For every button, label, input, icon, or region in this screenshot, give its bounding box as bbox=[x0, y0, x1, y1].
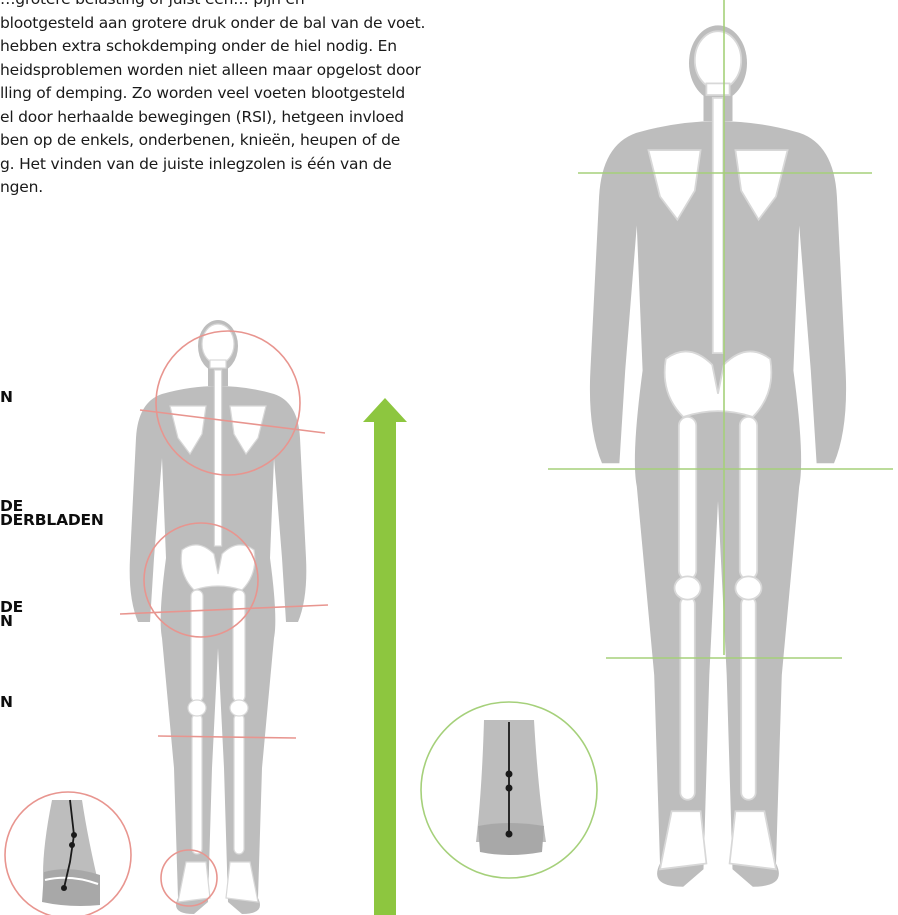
aligned-heel-detail bbox=[421, 702, 597, 878]
misaligned-heel-detail bbox=[42, 800, 100, 906]
aligned-body-figure bbox=[590, 25, 846, 886]
improvement-arrow bbox=[363, 398, 407, 915]
